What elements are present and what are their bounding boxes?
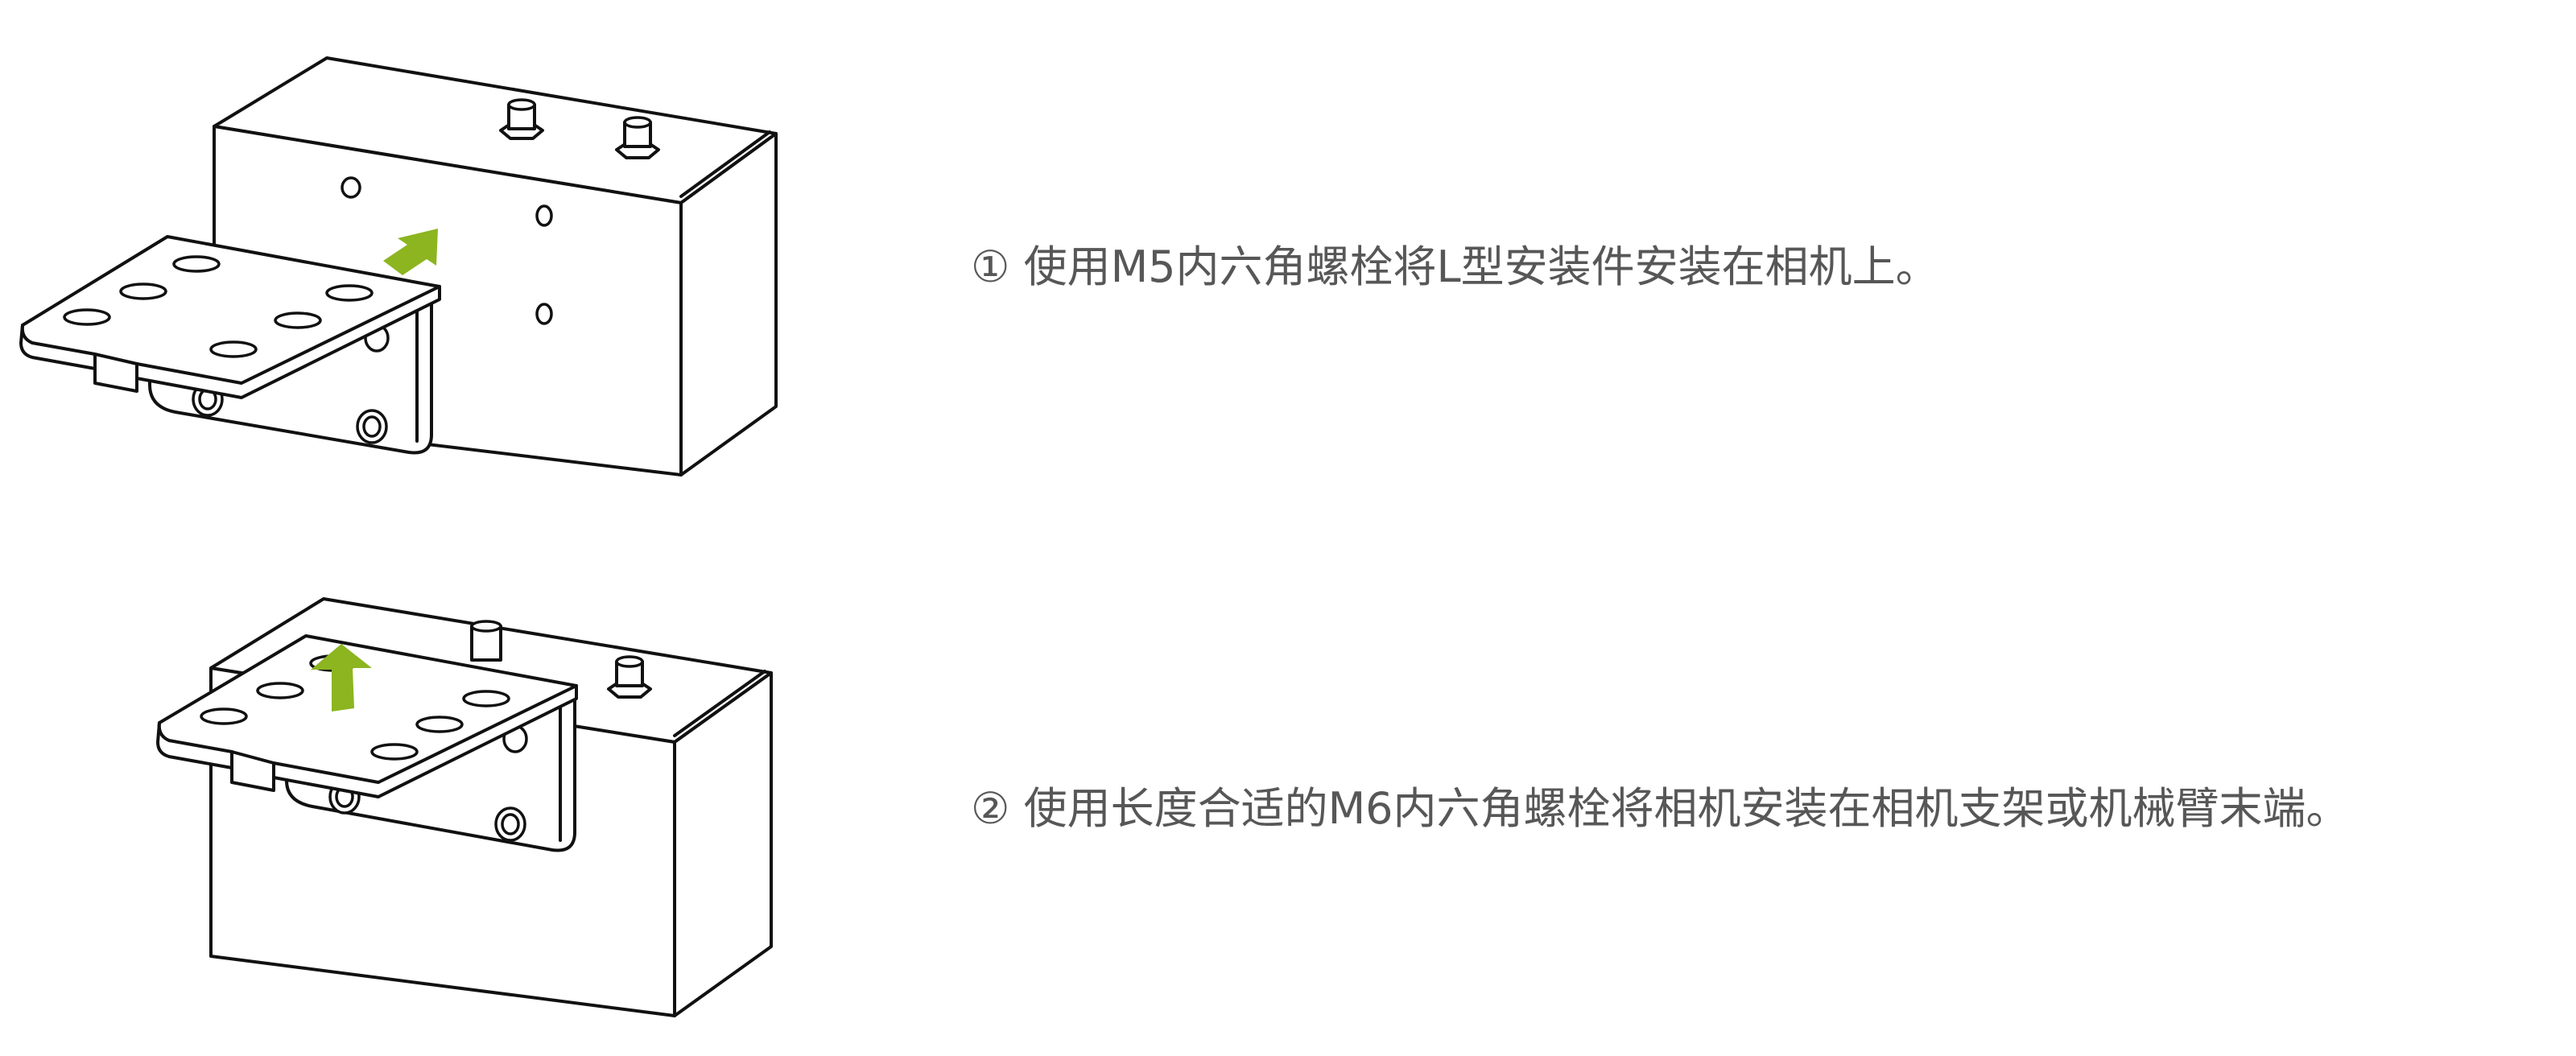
bracket-hole <box>119 283 167 300</box>
bracket-hole <box>462 690 510 707</box>
bracket-plate-edge <box>272 684 578 784</box>
bracket-hole <box>63 308 111 326</box>
bracket-hole <box>209 340 258 358</box>
bracket-hole <box>172 255 221 273</box>
camera-hole <box>535 204 553 227</box>
bracket-hole <box>415 716 464 733</box>
bracket-plate-edge <box>20 324 97 370</box>
l-bracket <box>19 235 441 455</box>
step-1-svg <box>19 56 778 476</box>
bracket-hole <box>200 707 248 725</box>
camera-edge-bevel <box>679 130 771 198</box>
bracket-hole <box>325 284 374 302</box>
bracket-horizontal-plate <box>19 235 441 399</box>
step-1-text: ① 使用M5内六角螺栓将L型安装件安装在相机上。 <box>971 241 1939 292</box>
arrow-icon <box>311 644 372 712</box>
mounting-post <box>470 620 502 662</box>
camera-hole <box>341 176 361 199</box>
arrow-icon <box>383 229 438 275</box>
step-2-illustration <box>0 541 805 1056</box>
bracket-hole <box>274 311 322 329</box>
camera-hole <box>535 303 553 325</box>
connector <box>607 655 652 699</box>
step-2-text: ② 使用长度合适的M6内六角螺栓将相机安装在相机支架或机械臂末端。 <box>971 783 2350 834</box>
bracket-hole <box>370 743 419 761</box>
bracket-plate-edge <box>157 721 233 769</box>
connector <box>499 98 544 140</box>
bracket-plate-edge <box>135 285 441 385</box>
camera-side-face <box>673 671 773 1017</box>
step-2-svg <box>156 597 773 1017</box>
camera-edge-bevel <box>673 670 766 737</box>
step-1-illustration <box>0 0 805 515</box>
bracket-hole <box>256 682 304 699</box>
bracket-horizontal-plate <box>156 634 578 798</box>
connector <box>615 116 660 159</box>
camera-side-face <box>679 132 778 476</box>
l-bracket <box>156 634 578 852</box>
